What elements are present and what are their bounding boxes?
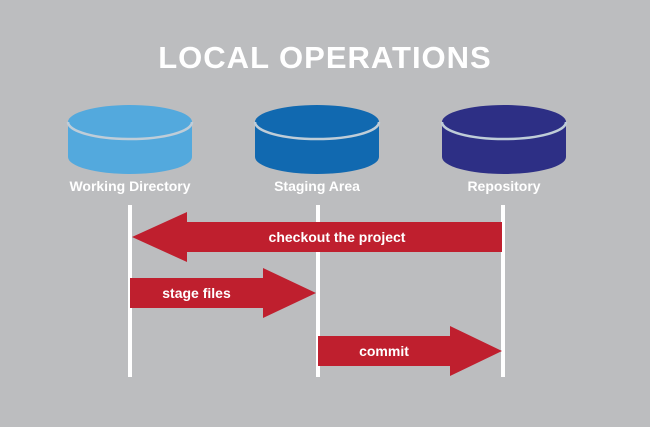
arrow-label-commit: commit [359, 343, 409, 359]
page-title: LOCAL OPERATIONS [158, 40, 492, 75]
lifeline-repository [501, 205, 505, 377]
node-repository: Repository [439, 104, 569, 194]
arrow-label-checkout: checkout the project [268, 229, 406, 245]
lifeline-staging-area [316, 205, 320, 377]
left-arrow-icon [132, 212, 502, 262]
node-label-staging-area: Staging Area [274, 178, 360, 194]
node-staging-area: Staging Area [252, 104, 382, 194]
arrow-commit: commit [318, 326, 502, 376]
right-arrow-icon [318, 326, 502, 376]
database-cylinder-icon [253, 105, 381, 174]
database-cylinder-icon [440, 105, 568, 174]
database-cylinder-icon [66, 105, 194, 174]
right-arrow-icon [130, 268, 316, 318]
node-label-repository: Repository [467, 178, 541, 194]
node-label-working-directory: Working Directory [69, 178, 191, 194]
arrow-label-stage-files: stage files [162, 285, 231, 301]
node-working-directory: Working Directory [65, 104, 195, 194]
arrow-stage-files: stage files [130, 268, 316, 318]
arrow-checkout: checkout the project [132, 212, 502, 262]
